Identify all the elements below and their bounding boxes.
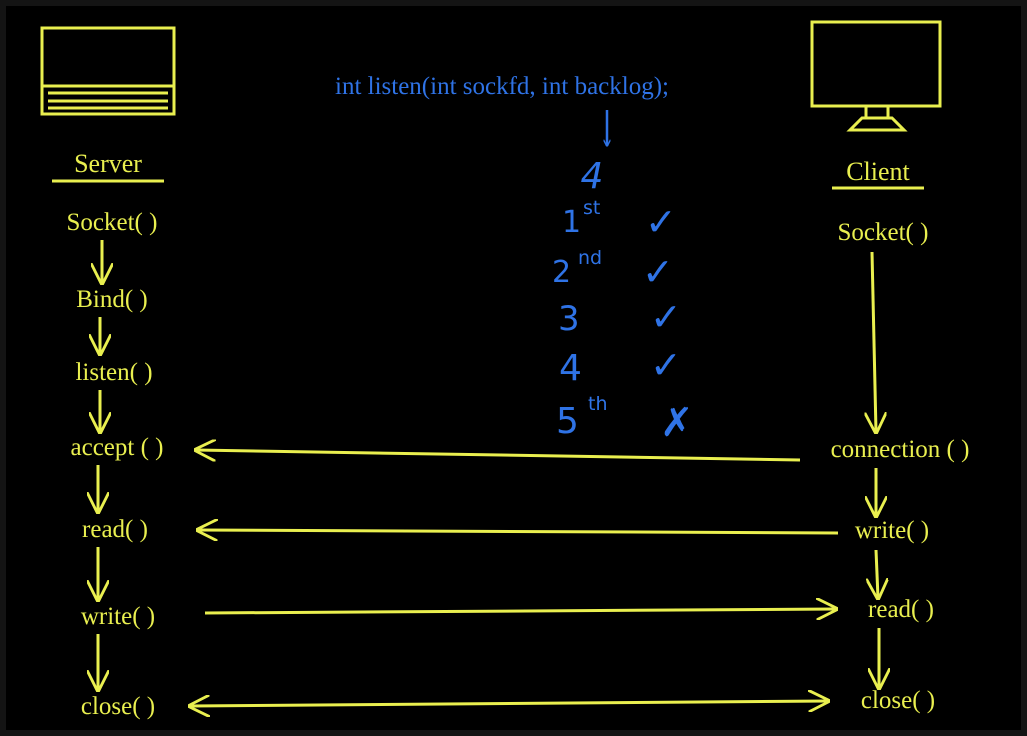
server-step-socket: Socket( ) xyxy=(67,209,158,236)
attempt-number: 1 xyxy=(562,205,581,240)
attempt-suffix: st xyxy=(583,197,600,219)
listen-signature: int listen(int sockfd, int backlog); xyxy=(335,73,669,100)
attempt-mark: ✓ xyxy=(642,250,674,294)
server-step-bind: Bind( ) xyxy=(76,286,148,313)
arrow-write-to-read-client xyxy=(204,609,836,613)
client-step-read: read( ) xyxy=(868,596,934,623)
attempt-number: 2 xyxy=(552,255,571,290)
message-arrows xyxy=(190,450,838,706)
client-step-socket: Socket( ) xyxy=(838,219,929,246)
arrow-close-both xyxy=(190,701,828,706)
attempt-mark: ✓ xyxy=(650,343,682,387)
laptop-icon xyxy=(40,26,176,116)
attempt-2: 2 nd ✓ xyxy=(552,247,674,294)
server-step-read: read( ) xyxy=(82,516,148,543)
server-step-close: close( ) xyxy=(81,693,155,720)
client-flow-arrows xyxy=(872,251,879,688)
server-step-accept: accept ( ) xyxy=(71,434,164,461)
attempt-mark: ✓ xyxy=(645,200,677,244)
attempt-mark: ✗ xyxy=(660,400,694,446)
server-step-listen: listen( ) xyxy=(75,359,152,386)
server-step-write: write( ) xyxy=(81,603,155,630)
arrow-connection-to-accept xyxy=(196,450,801,462)
server-steps: Socket( ) Bind( ) listen( ) accept ( ) r… xyxy=(67,209,164,720)
server-title: Server xyxy=(74,149,142,178)
client-steps: Socket( ) connection ( ) write( ) read( … xyxy=(831,219,970,714)
client-step-write: write( ) xyxy=(855,517,929,544)
monitor-icon xyxy=(810,20,942,132)
attempt-number: 5 xyxy=(556,401,579,442)
arrow-write-to-read xyxy=(198,530,839,533)
client-title: Client xyxy=(846,157,910,186)
attempt-5: 5 th ✗ xyxy=(556,393,694,446)
attempt-3: 3 ✓ xyxy=(558,295,682,339)
client-step-connection: connection ( ) xyxy=(831,436,970,463)
attempt-list: 1 st ✓ 2 nd ✓ 3 ✓ 4 ✓ 5 th ✗ xyxy=(552,197,694,446)
attempt-number: 3 xyxy=(558,299,580,339)
attempt-number: 4 xyxy=(559,348,582,389)
backlog-value: 4 xyxy=(581,156,604,197)
server-flow-arrows xyxy=(98,240,102,690)
attempt-mark: ✓ xyxy=(650,295,682,339)
attempt-suffix: nd xyxy=(578,247,602,269)
client-step-close: close( ) xyxy=(861,687,935,714)
attempt-suffix: th xyxy=(588,393,608,415)
attempt-1: 1 st ✓ xyxy=(562,197,677,244)
attempt-4: 4 ✓ xyxy=(559,343,682,389)
